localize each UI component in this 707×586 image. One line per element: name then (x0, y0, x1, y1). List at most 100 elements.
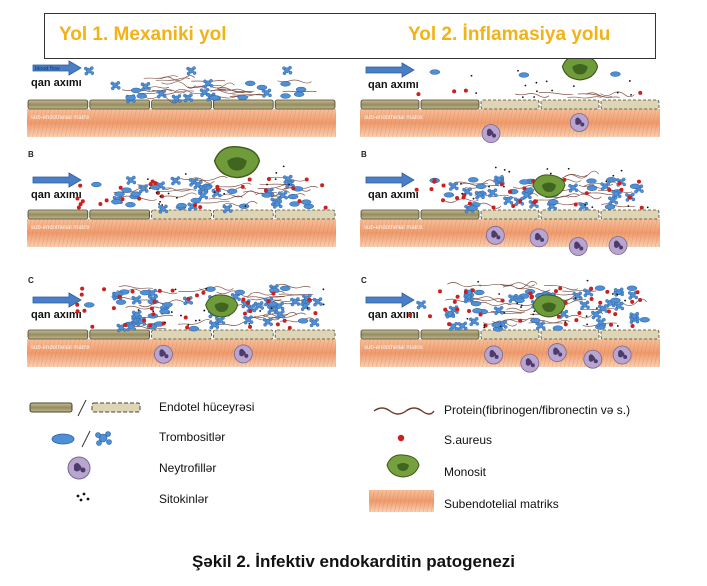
saureus-mark (508, 189, 513, 194)
saureus-mark (201, 290, 206, 295)
saureus-mark (246, 300, 251, 305)
cytokine-mark (595, 307, 598, 310)
cytokine-mark (517, 69, 519, 72)
endothelial-cell (420, 99, 480, 110)
protein-fibre (538, 91, 573, 95)
saureus-mark (589, 286, 594, 291)
activated-platelet-mark (261, 88, 272, 98)
cytokine-mark (586, 323, 589, 326)
platelet-mark (279, 285, 291, 291)
activated-platelet-mark (131, 295, 142, 305)
cytokine-mark (612, 174, 615, 177)
platelet-mark (114, 191, 125, 197)
panel-letter: C (361, 276, 367, 285)
legend-cytokine-icon (76, 492, 90, 502)
activated-platelet-mark (309, 318, 320, 328)
platelet-mark (295, 86, 307, 93)
protein-fibre (193, 176, 228, 181)
route-2-title: Yol 2. İnflamasiya yolu (408, 24, 611, 45)
legend-graphics (29, 399, 435, 512)
activated-platelet-mark (262, 317, 273, 327)
neutrophil-mark (568, 237, 588, 256)
cytokine-mark (213, 191, 216, 194)
figure-caption: Şəkil 2. İnfektiv endokarditin patogenez… (191, 552, 516, 571)
platelet-mark (472, 308, 483, 314)
saureus-mark (441, 183, 446, 188)
activated-platelet-mark (171, 94, 182, 104)
saureus-mark (455, 307, 460, 312)
activated-platelet-mark (568, 183, 579, 193)
saureus-mark (215, 184, 220, 189)
protein-fibre (161, 81, 196, 89)
saureus-mark (159, 194, 164, 199)
cytokine-mark (605, 180, 608, 183)
activated-platelet-mark (183, 93, 194, 103)
saureus-mark (320, 183, 325, 188)
platelet-mark (209, 95, 220, 101)
saureus-mark (183, 315, 188, 320)
protein-fibre (162, 187, 197, 192)
saureus-mark (297, 199, 302, 204)
flow-label: qan axımı (368, 79, 419, 91)
saureus-mark (117, 294, 122, 299)
platelet-mark (604, 204, 616, 210)
monocyte-mark (213, 146, 261, 179)
protein-fibre (162, 192, 197, 198)
cytokine-mark (174, 288, 177, 291)
protein-fibre (535, 320, 570, 324)
activated-platelet-mark (275, 309, 286, 319)
endothelial-cell (151, 329, 212, 340)
activated-platelet-mark (253, 301, 264, 311)
cytokine-mark (516, 302, 519, 305)
endothelial-cell (212, 329, 274, 340)
legend-protein-label: Protein(fibrinogen/fibronectin və s.) (444, 403, 631, 417)
activated-platelet-mark (290, 297, 301, 307)
monocyte-mark (532, 294, 566, 318)
saureus-mark (455, 294, 460, 299)
protein-fibre (600, 91, 635, 98)
platelet-mark (468, 177, 479, 183)
saureus-mark (463, 88, 468, 93)
saureus-mark (443, 307, 448, 312)
saureus-mark (574, 318, 579, 323)
neutrophil-mark (233, 344, 253, 364)
saureus-mark (82, 308, 87, 313)
protein-fibre (199, 286, 234, 291)
protein-fibre (216, 290, 251, 297)
cytokine-mark (244, 205, 247, 208)
platelet-mark (280, 81, 291, 87)
platelet-mark (594, 285, 606, 291)
legend-matrix-label: Subendotelial matriks (444, 497, 559, 511)
platelet-mark (111, 198, 122, 205)
saureus-mark (241, 297, 246, 302)
route-1-title: Yol 1. Mexaniki yol (59, 24, 227, 45)
endothelial-cell (89, 209, 151, 220)
platelet-mark (586, 185, 598, 191)
header-box (44, 13, 656, 59)
endothelial-cell (360, 99, 420, 110)
protein-fibre (256, 300, 291, 306)
platelet-mark (83, 302, 95, 308)
endothelial-cell (360, 329, 420, 340)
cytokine-mark (611, 293, 614, 295)
protein-fibre (156, 188, 191, 192)
cytokine-mark (628, 80, 631, 82)
saureus-mark (80, 199, 85, 204)
activated-platelet-mark (208, 320, 220, 330)
matrix-texture (360, 339, 660, 367)
saureus-mark (638, 90, 643, 95)
endothelial-cell (212, 209, 274, 220)
protein-fibre (567, 193, 602, 200)
platelet-mark (552, 325, 564, 331)
saureus-mark (185, 325, 190, 330)
cytokine-mark (586, 279, 589, 282)
saureus-mark (428, 314, 432, 319)
cytokine-mark (616, 91, 619, 94)
platelet-mark (475, 183, 487, 190)
saureus-mark (416, 92, 421, 97)
legend-monocyte-label: Monosit (444, 465, 487, 479)
protein-fibre (515, 287, 551, 292)
saureus-mark (263, 188, 268, 193)
